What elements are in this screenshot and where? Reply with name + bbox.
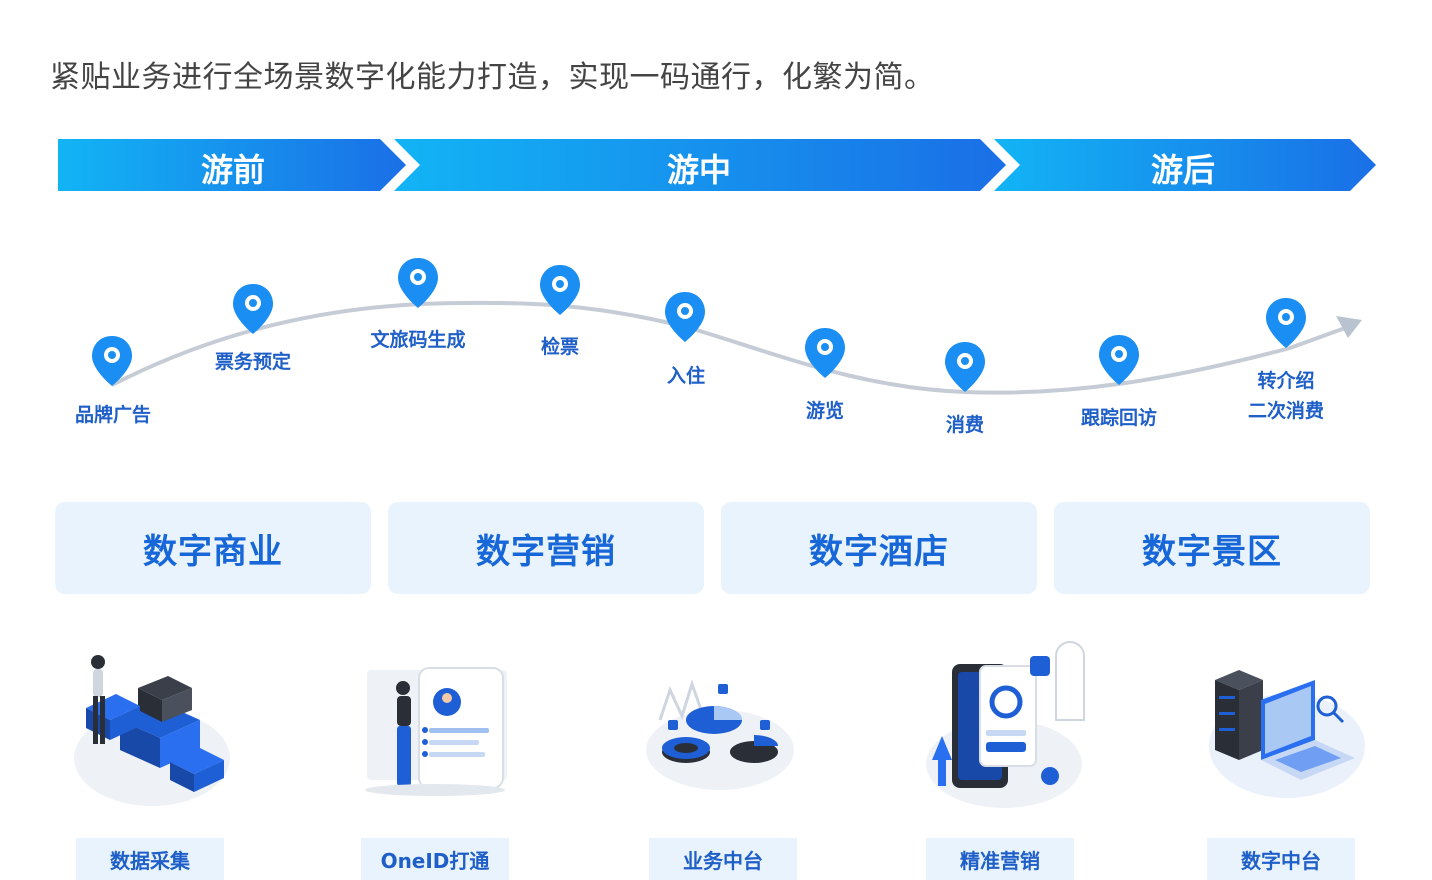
stop-label-brand-ads: 品牌广告 [74, 404, 152, 426]
scenario-label: 数字景区 [1142, 531, 1282, 572]
location-pin-icon [92, 336, 132, 386]
precision-marketing-illustration-icon [926, 641, 1085, 808]
capability-label: 数据采集 [110, 848, 190, 873]
location-pin-icon [805, 328, 845, 378]
stop-label-referral: 转介绍 二次消费 [1247, 370, 1325, 422]
capability-label: 精准营销 [960, 848, 1040, 873]
scenario-card-digital-marketing: 数字营销 [388, 502, 704, 594]
location-pin-icon [540, 265, 580, 315]
phase-arrow-graphic [58, 139, 1376, 191]
stop-label-consumption: 消费 [945, 414, 985, 436]
data-collection-illustration-icon [74, 655, 230, 806]
scenario-label: 数字商业 [143, 531, 283, 572]
location-pin-icon [665, 292, 705, 342]
capability-label: 业务中台 [683, 848, 763, 873]
scenario-card-digital-commerce: 数字商业 [55, 502, 371, 594]
location-pin-icon [1099, 335, 1139, 385]
scenario-label: 数字酒店 [809, 531, 949, 572]
stop-label-ticket-check: 检票 [540, 336, 580, 358]
phase-bar: 游前 游中 游后 [58, 139, 1378, 191]
capability-oneid: OneID打通 [361, 838, 509, 880]
scenario-card-digital-scenic: 数字景区 [1054, 502, 1370, 594]
stop-label-sightseeing: 游览 [805, 400, 845, 422]
capability-data-collection: 数据采集 [76, 838, 224, 880]
oneid-illustration-icon [365, 667, 507, 796]
phase-pre-trip: 游前 [200, 151, 265, 189]
stop-label-check-in: 入住 [666, 365, 706, 387]
scenario-label: 数字营销 [476, 531, 616, 572]
location-pin-icon [233, 284, 273, 334]
stop-label-tourism-code: 文旅码生成 [370, 329, 466, 351]
phase-during-trip: 游中 [666, 151, 731, 189]
stop-label-follow-up: 跟踪回访 [1080, 407, 1158, 429]
stop-label-ticket-booking: 票务预定 [214, 351, 292, 373]
scenario-card-digital-hotel: 数字酒店 [721, 502, 1037, 594]
location-pin-icon [945, 342, 985, 392]
phase-post-trip: 游后 [1150, 151, 1215, 189]
location-pin-icon [1266, 298, 1306, 348]
capability-business-platform: 业务中台 [649, 838, 797, 880]
location-pin-icon [398, 258, 438, 308]
headline: 紧贴业务进行全场景数字化能力打造，实现一码通行，化繁为简。 [50, 60, 935, 95]
business-platform-illustration-icon [646, 679, 794, 790]
capability-digital-platform: 数字中台 [1207, 838, 1355, 880]
capability-label: 数字中台 [1241, 848, 1321, 873]
journey-arrowhead-icon [1336, 316, 1362, 338]
capability-precision-marketing: 精准营销 [926, 838, 1074, 880]
digital-platform-illustration-icon [1209, 670, 1365, 798]
capability-label: OneID打通 [380, 848, 490, 873]
